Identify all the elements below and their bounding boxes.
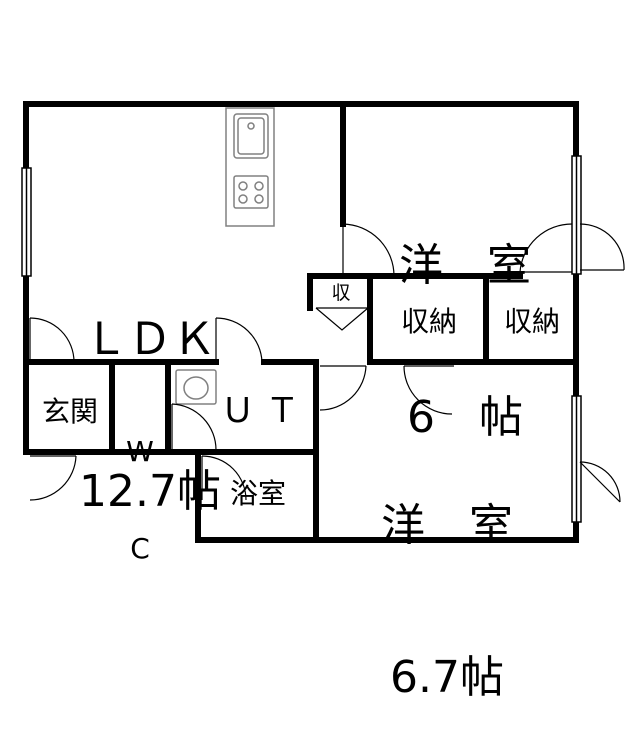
wc-label: W C bbox=[114, 372, 166, 597]
western-room-1-label: 洋 室 6 帖 bbox=[380, 140, 550, 494]
wc-line-2: C bbox=[130, 531, 150, 565]
western-room-2-label: 洋 室 6.7帖 bbox=[362, 400, 532, 754]
window-icon bbox=[21, 155, 582, 523]
bathroom-label: 浴室 bbox=[229, 477, 286, 510]
entrance-label: 玄関 bbox=[41, 395, 98, 428]
storage-1-label: 収納 bbox=[400, 305, 457, 338]
wc-line-1: W bbox=[126, 435, 154, 469]
storage-small-label: 収 bbox=[331, 282, 351, 304]
western-room-1-name: 洋 室 bbox=[399, 240, 531, 292]
gas-stove-icon bbox=[233, 175, 269, 209]
door-swing-icon bbox=[29, 223, 625, 503]
storage-2-label: 収納 bbox=[503, 305, 560, 338]
floor-plan bbox=[21, 101, 625, 543]
western-room-2-name: 洋 室 bbox=[381, 500, 513, 552]
toilet-icon bbox=[175, 369, 217, 405]
walls bbox=[23, 101, 579, 543]
kitchen-counter bbox=[225, 107, 275, 227]
western-room-1-size: 6 帖 bbox=[407, 391, 523, 443]
kitchen-sink-icon bbox=[233, 113, 269, 159]
ldk-size: 12.7帖 bbox=[79, 465, 221, 517]
utility-label: Ｕ Ｔ bbox=[220, 391, 300, 431]
western-room-2-size: 6.7帖 bbox=[390, 651, 504, 703]
ldk-name: ＬＤＫ bbox=[84, 314, 216, 366]
ldk-label: ＬＤＫ 12.7帖 bbox=[50, 214, 250, 568]
